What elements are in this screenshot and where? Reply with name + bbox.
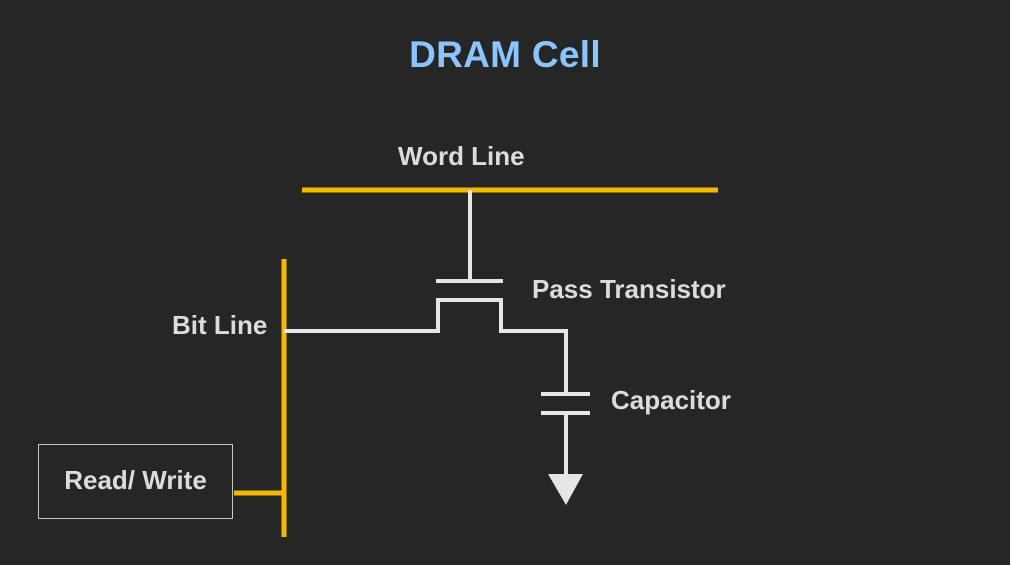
bit-line-label: Bit Line bbox=[172, 310, 268, 340]
source-wire bbox=[284, 300, 440, 333]
drain-wire bbox=[499, 300, 568, 392]
word-line-label: Word Line bbox=[398, 141, 525, 171]
ground-arrow-icon bbox=[548, 474, 583, 505]
pass-transistor-label: Pass Transistor bbox=[532, 274, 726, 304]
read-write-box: Read/ Write bbox=[38, 444, 233, 519]
capacitor-label: Capacitor bbox=[611, 385, 731, 415]
read-write-label: Read/ Write bbox=[64, 465, 207, 495]
page-title: DRAM Cell bbox=[409, 34, 601, 75]
